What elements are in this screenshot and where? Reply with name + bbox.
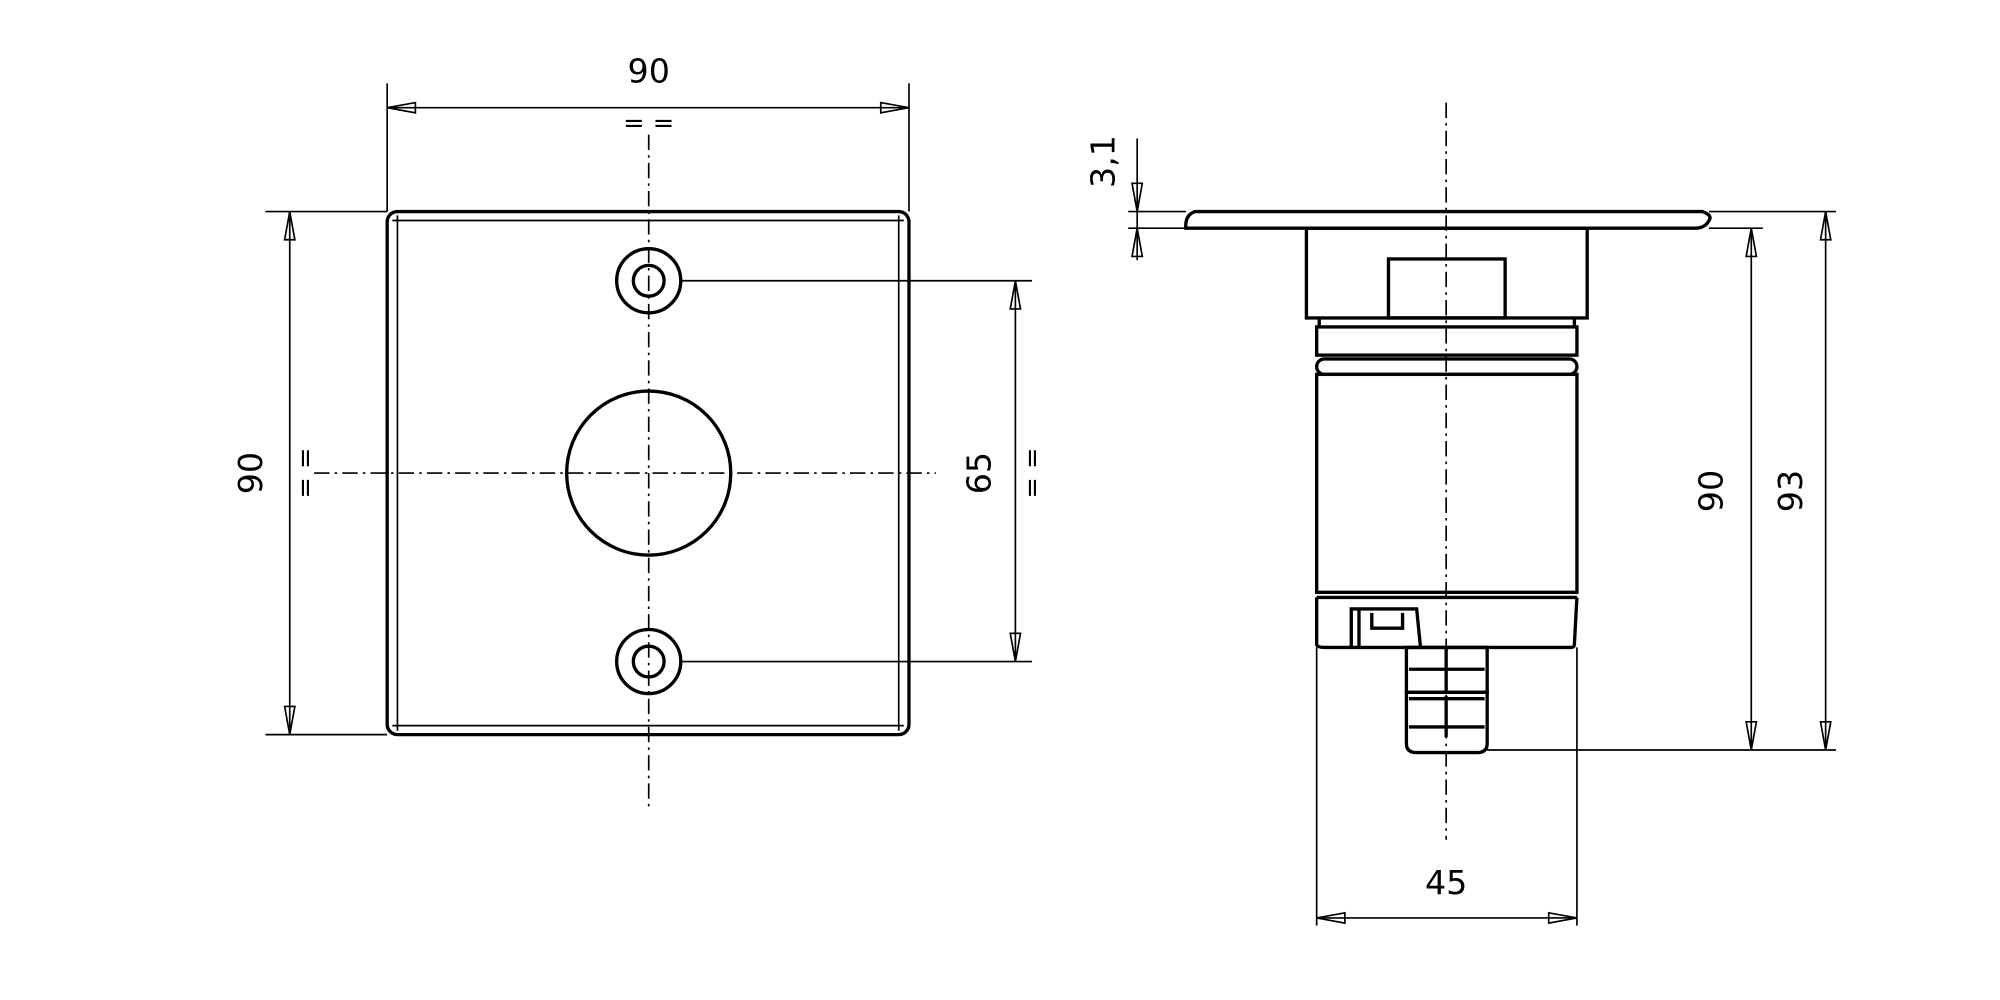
- arrowhead: [283, 705, 296, 735]
- arrowhead: [1745, 228, 1758, 258]
- flange-thickness-label: 3,1: [1084, 135, 1123, 188]
- arrowhead: [1547, 911, 1578, 925]
- arrowhead: [1009, 632, 1022, 662]
- width-symmetry-mark: = =: [623, 108, 674, 138]
- arrowhead: [1819, 720, 1832, 751]
- depth-label: 90: [1691, 470, 1730, 512]
- arrowhead: [387, 101, 417, 114]
- extension-lines: [265, 83, 1033, 736]
- height-dimension-label: 90: [231, 452, 270, 494]
- side-view: 3,1 90 93 45: [1084, 102, 1836, 926]
- hole-spacing-label: 65: [959, 452, 998, 494]
- front-view: 90 = = 90 = = 65 = =: [231, 52, 1047, 808]
- arrowhead: [1316, 911, 1346, 925]
- arrowhead: [283, 211, 296, 241]
- arrowhead: [1745, 720, 1758, 751]
- body-width-label: 45: [1425, 863, 1467, 902]
- clip: [1349, 607, 1423, 648]
- flange: [1184, 209, 1712, 230]
- overall-depth-label: 93: [1771, 470, 1810, 512]
- hole-spacing-symmetry-mark: = =: [1017, 448, 1047, 499]
- arrowhead: [879, 101, 910, 114]
- arrowhead: [1131, 182, 1144, 212]
- arrowhead: [1819, 211, 1832, 241]
- ring: [1315, 325, 1579, 357]
- arrowhead: [1131, 228, 1144, 258]
- width-dimension-label: 90: [628, 52, 670, 91]
- arrowhead: [1009, 280, 1022, 310]
- side-extension-lines: [1128, 210, 1836, 926]
- dimension-lines: [283, 101, 1832, 925]
- height-symmetry-mark: = =: [290, 448, 320, 499]
